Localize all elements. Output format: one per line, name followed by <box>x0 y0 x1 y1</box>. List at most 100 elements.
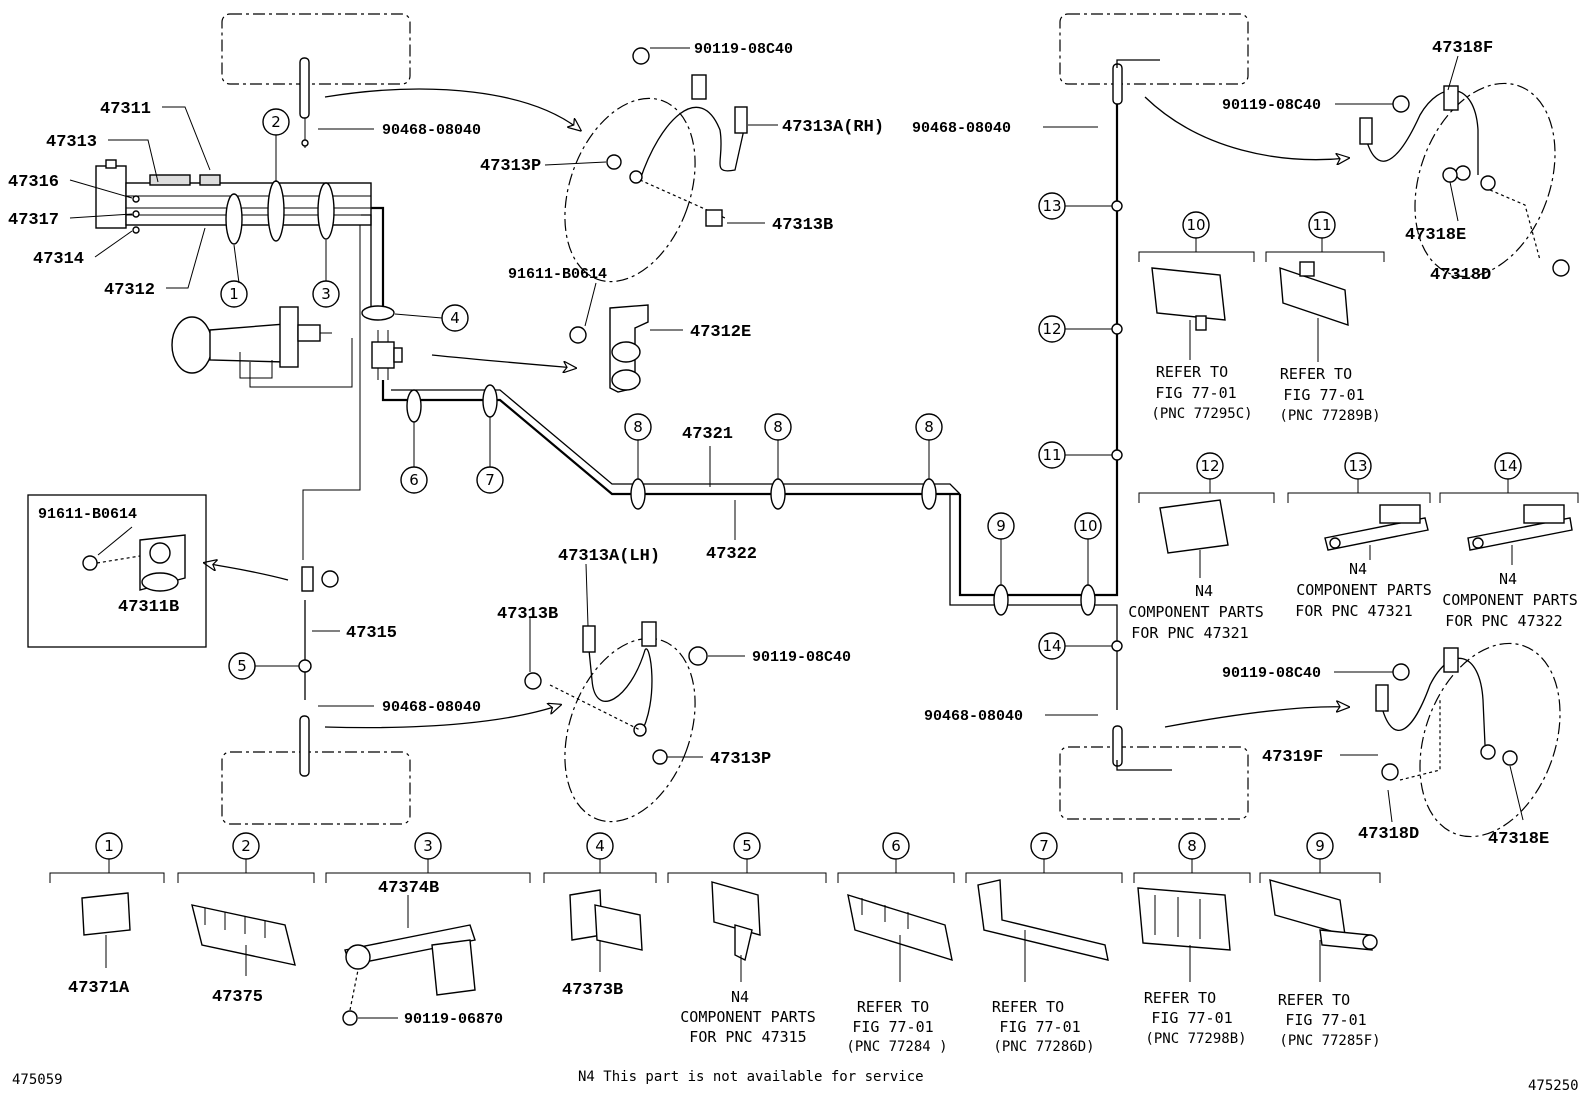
legend-14-line3: FOR PNC 47322 <box>1445 612 1562 630</box>
legend-9-line1: REFER TO <box>1278 991 1350 1009</box>
footer-left-code: 475059 <box>12 1072 63 1088</box>
callout-5: 5 <box>237 657 247 675</box>
callout-14: 14 <box>1042 637 1061 655</box>
legend-num-14: 14 <box>1498 457 1517 475</box>
clamp-legend-bottom <box>49 832 1381 1026</box>
legend-num-6: 6 <box>891 837 901 855</box>
legend-2-caption: 47375 <box>212 988 263 1007</box>
legend-num-4: 4 <box>595 837 605 855</box>
label-47319f: 47319F <box>1262 748 1323 767</box>
label-47313: 47313 <box>46 133 97 152</box>
label-47318e-top: 47318E <box>1405 226 1466 245</box>
label-47312e: 47312E <box>690 323 751 342</box>
label-90468-08040-a: 90468-08040 <box>382 122 481 139</box>
legend-5-line1: N4 <box>731 988 749 1006</box>
footer: 475059 N4 This part is not available for… <box>12 1069 1579 1094</box>
legend-10-line3: (PNC 77295C) <box>1151 406 1252 422</box>
legend-14-line2: COMPONENT PARTS <box>1442 591 1577 609</box>
legend-14-line1: N4 <box>1499 570 1517 588</box>
legend-8-line2: FIG 77-01 <box>1151 1009 1232 1027</box>
callout-numbers: 1 2 3 4 5 6 7 8 8 8 9 10 13 12 11 14 <box>229 113 1097 675</box>
legend-11-line3: (PNC 77289B) <box>1279 408 1380 424</box>
legend-num-10: 10 <box>1186 216 1205 234</box>
callout-8a: 8 <box>633 418 643 436</box>
legend-12-line3: FOR PNC 47321 <box>1131 624 1248 642</box>
legend-num-11: 11 <box>1312 216 1331 234</box>
label-47313p-bot: 47313P <box>710 750 771 769</box>
legend-9-line3: (PNC 77285F) <box>1279 1033 1380 1049</box>
legend-8-line1: REFER TO <box>1144 989 1216 1007</box>
legend-6-line3: (PNC 77284 ) <box>846 1039 947 1055</box>
callout-1: 1 <box>229 285 239 303</box>
legend-num-9: 9 <box>1315 837 1325 855</box>
label-47311: 47311 <box>100 100 151 119</box>
wheel-area-boxes <box>221 13 1249 825</box>
legend-10-line1: REFER TO <box>1156 363 1228 381</box>
legend-7-line3: (PNC 77286D) <box>993 1039 1094 1055</box>
label-47321: 47321 <box>682 425 733 444</box>
flow-arrows <box>205 88 1348 729</box>
legend-num-12: 12 <box>1200 457 1219 475</box>
legend-13-line3: FOR PNC 47321 <box>1295 602 1412 620</box>
label-47313a-lh: 47313A(LH) <box>558 547 660 566</box>
label-47311b: 47311B <box>118 598 179 617</box>
callout-8c: 8 <box>924 418 934 436</box>
legend-13-line2: COMPONENT PARTS <box>1296 581 1431 599</box>
label-47313p-top: 47313P <box>480 157 541 176</box>
label-47318d-top: 47318D <box>1430 266 1491 285</box>
inset-box-47311b <box>27 494 207 648</box>
clamp-legend-right <box>1138 211 1579 578</box>
callout-9: 9 <box>996 517 1006 535</box>
callout-11: 11 <box>1042 446 1061 464</box>
legend-6-line2: FIG 77-01 <box>852 1018 933 1036</box>
legend-4-caption: 47373B <box>562 981 623 1000</box>
callout-circles <box>220 108 1112 680</box>
label-47313b-bot: 47313B <box>497 605 558 624</box>
rear-pipe-run <box>630 59 1172 771</box>
label-47318f: 47318F <box>1432 39 1493 58</box>
callout-13: 13 <box>1042 197 1061 215</box>
callout-10: 10 <box>1078 517 1097 535</box>
callout-3: 3 <box>321 285 331 303</box>
front-left-hose-detail <box>549 621 696 823</box>
legend-3-caption-b: 90119-06870 <box>404 1011 503 1028</box>
callout-12: 12 <box>1042 320 1061 338</box>
label-47313a-rh: 47313A(RH) <box>782 118 884 137</box>
part-labels: 47311 47313 4 7 3 1 6 47317 47314 47312 9046… <box>8 39 1549 849</box>
label-90119-08c40-a: 90119-08C40 <box>694 41 793 58</box>
legend-12-line2: COMPONENT PARTS <box>1128 603 1263 621</box>
label-47318e-bot: 47318E <box>1488 830 1549 849</box>
master-cylinder-assembly <box>95 159 961 560</box>
legend-6-line1: REFER TO <box>857 998 929 1016</box>
callout-4: 4 <box>450 309 460 327</box>
callout-8b: 8 <box>773 418 783 436</box>
legend-num-5: 5 <box>742 837 752 855</box>
leader-lines <box>69 47 1524 823</box>
callout-7: 7 <box>485 471 495 489</box>
callout-2: 2 <box>271 113 281 131</box>
clamp-legend-bottom-text: 1 2 3 4 5 6 7 8 9 47371A 47375 47374B 90… <box>68 837 1381 1055</box>
rear-left-hose-detail <box>1375 642 1561 838</box>
label-47314: 47314 <box>33 250 84 269</box>
legend-7-line2: FIG 77-01 <box>999 1018 1080 1036</box>
legend-7-line1: REFER TO <box>992 998 1064 1016</box>
front-left-line <box>298 57 339 777</box>
label-90468-08040-c: 90468-08040 <box>912 120 1011 137</box>
legend-10-line2: FIG 77-01 <box>1155 384 1236 402</box>
front-right-hose-detail <box>564 74 748 283</box>
label-47317: 47317 <box>8 211 59 230</box>
callout-6: 6 <box>409 471 419 489</box>
legend-8-line3: (PNC 77298B) <box>1145 1031 1246 1047</box>
label-90468-08040-b: 90468-08040 <box>382 699 481 716</box>
label-47322: 47322 <box>706 545 757 564</box>
label-47312: 47312 <box>104 281 155 300</box>
clamp-legend-right-text: 10 11 12 13 14 REFER TO FIG 77-01 (PNC 7… <box>1128 216 1577 642</box>
bolts-and-brackets <box>524 47 1570 781</box>
legend-num-7: 7 <box>1039 837 1049 855</box>
label-90119-08c40-d: 90119-08C40 <box>1222 665 1321 682</box>
label-90119-08c40-c: 90119-08C40 <box>1222 97 1321 114</box>
label-90468-08040-d: 90468-08040 <box>924 708 1023 725</box>
label-91611-b0614-a: 91611-B0614 <box>508 266 607 283</box>
rear-right-hose-detail <box>1359 82 1556 278</box>
footer-right-code: 475250 <box>1528 1078 1579 1094</box>
